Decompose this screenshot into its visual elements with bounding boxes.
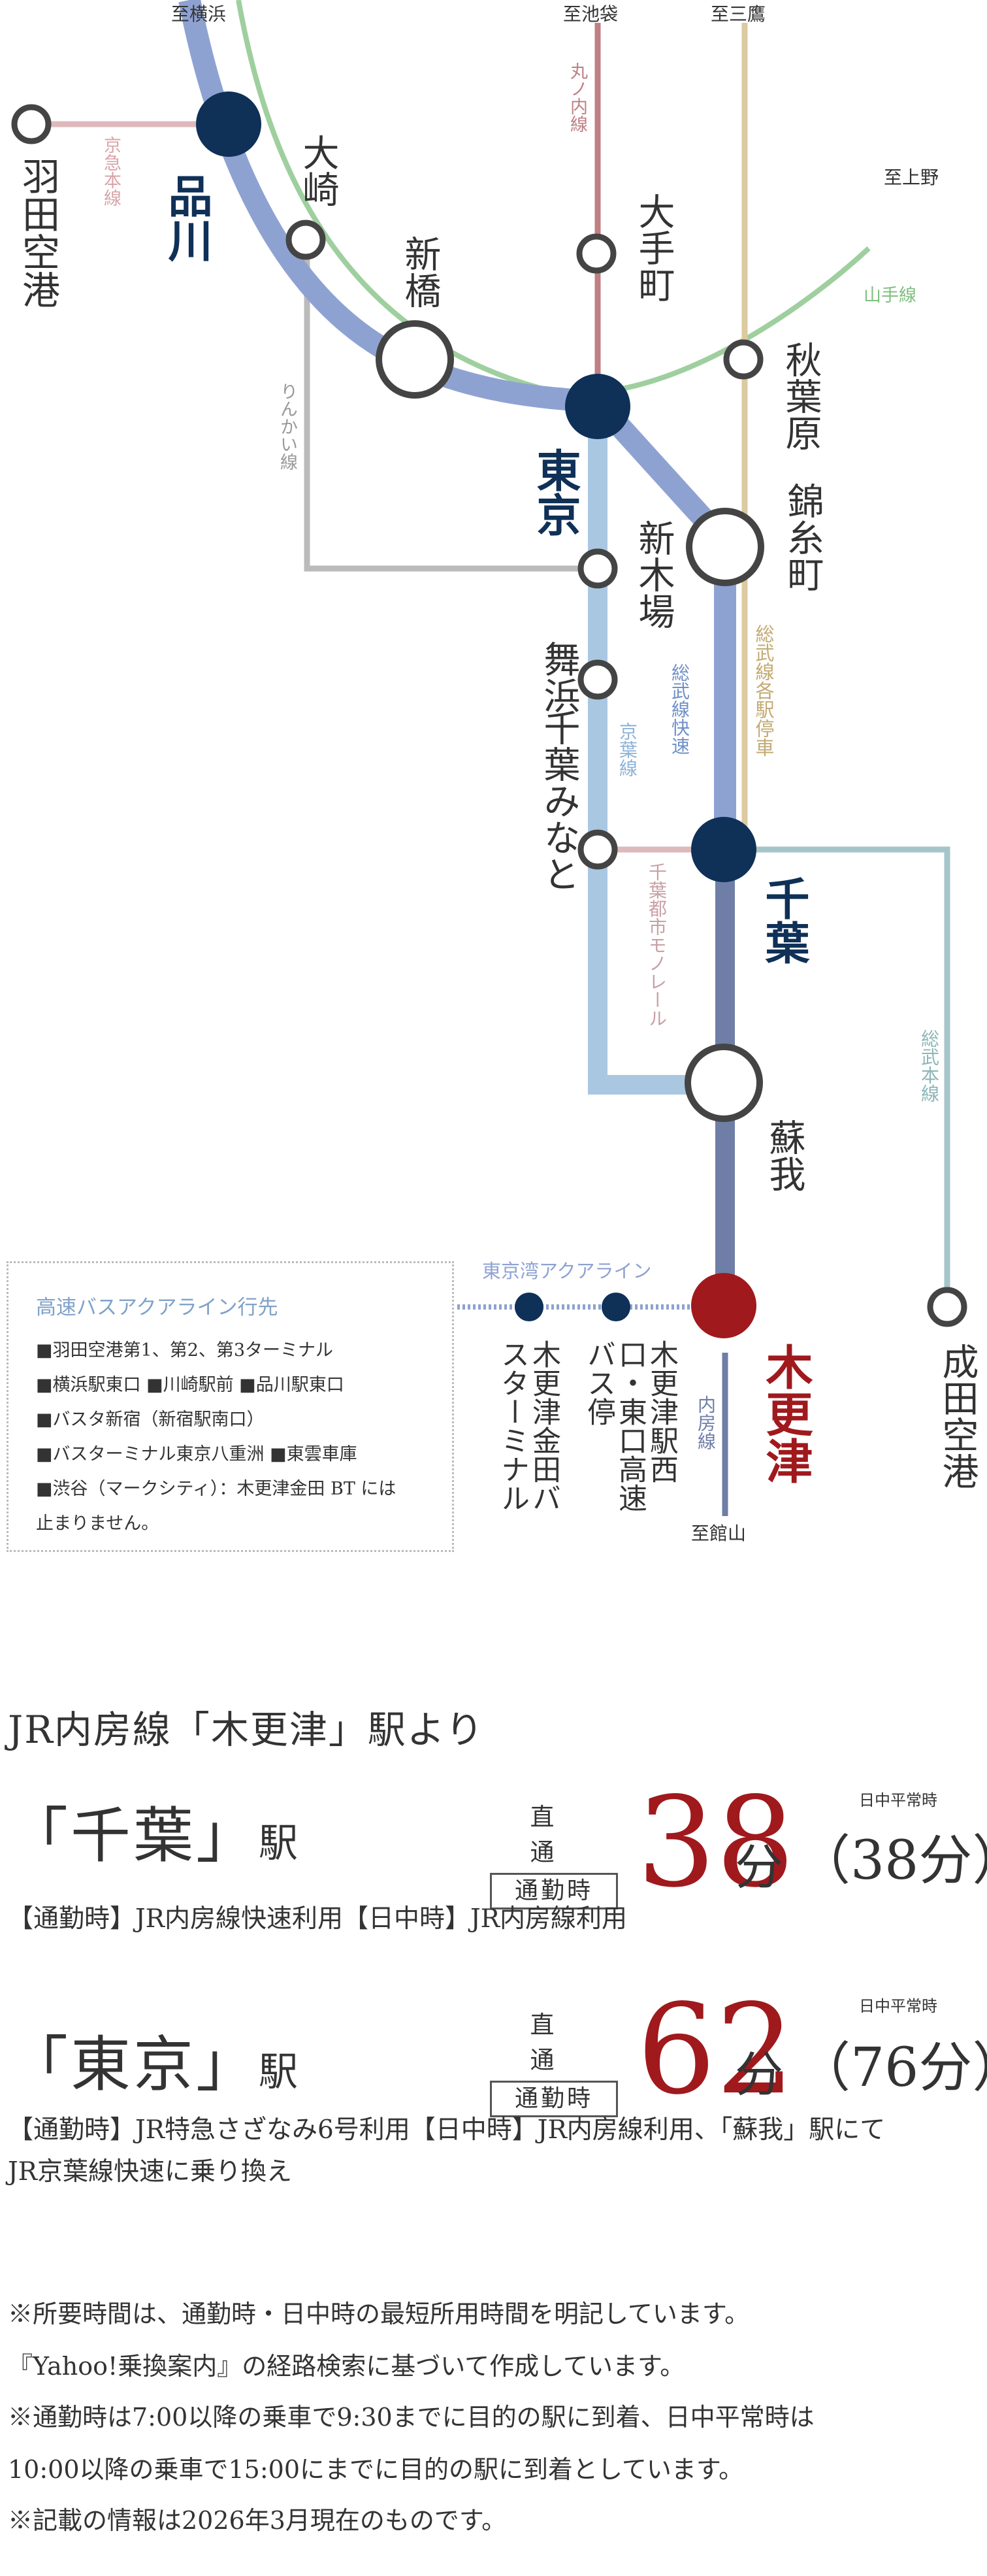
station-soga xyxy=(685,1044,763,1122)
destination-tokyo: 「東京」駅 xyxy=(8,2016,300,2103)
label-kinshicho: 錦糸町 xyxy=(781,482,824,592)
minutes-unit: 分 xyxy=(735,2047,783,2103)
aqualine-bus-info-box: 高速バスアクアライン行先 ■羽田空港第1、第2、第3ターミナル ■横浜駅東口 ■… xyxy=(7,1261,454,1552)
bus-box-line: ■バスターミナル東京八重洲 ■東雲車庫 xyxy=(36,1444,357,1464)
station-haneda xyxy=(11,104,52,144)
commute-label: 通勤時 xyxy=(490,2081,618,2117)
label-narita: 成田空港 xyxy=(936,1343,979,1489)
station-maihama xyxy=(577,659,618,700)
station-shinagawa xyxy=(196,91,261,157)
label-sobu-local: 総武線各駅停車 xyxy=(752,624,775,757)
station-akihabara xyxy=(723,339,764,380)
station-kisarazu xyxy=(691,1273,756,1338)
label-shinagawa: 品川 xyxy=(160,173,212,262)
label-shinkiba: 新木場 xyxy=(632,520,675,629)
label-yamanote: 山手線 xyxy=(864,286,916,306)
label-tokyo: 東京 xyxy=(528,448,581,537)
label-sobu-rapid: 総武線快速 xyxy=(669,663,690,755)
commute-label: 通勤時 xyxy=(490,1873,618,1909)
direct-label: 直 通 xyxy=(530,1803,581,1866)
label-otemachi: 大手町 xyxy=(632,193,675,303)
label-marunouchi: 丸ノ内線 xyxy=(567,62,587,133)
label-aqualine: 東京湾アクアライン xyxy=(482,1260,652,1282)
destination-chiba: 「千葉」駅 xyxy=(8,1787,300,1874)
bus-box-line: ■横浜駅東口 ■川崎駅前 ■品川駅東口 xyxy=(36,1375,344,1395)
bus-box-line: ■羽田空港第1、第2、第3ターミナル xyxy=(36,1340,334,1361)
station-kisarazu-west xyxy=(602,1293,630,1321)
destination-name: 「東京」 xyxy=(8,2030,259,2100)
label-osaki: 大崎 xyxy=(297,134,339,207)
note-line: ※所要時間は、通勤時・日中時の最短所用時間を明記しています。 xyxy=(8,2300,750,2328)
label-haneda: 羽田空港 xyxy=(16,157,60,308)
label-chiba-minato: 千葉みなと xyxy=(538,709,580,892)
note-line: ※記載の情報は2026年3月現在のものです。 xyxy=(8,2506,507,2535)
destination-suffix: 駅 xyxy=(259,1821,301,1866)
sobu-main-line xyxy=(725,846,950,1307)
label-soga: 蘇我 xyxy=(763,1119,805,1192)
station-tokyo xyxy=(565,374,630,439)
keiyo-line xyxy=(588,431,725,1095)
station-osaki xyxy=(285,220,326,260)
label-keikyu: 京急本線 xyxy=(101,136,121,206)
bus-box-line: ■渋谷（マークシティ）：木更津金田 BT には xyxy=(36,1479,396,1499)
bus-box-title: 高速バスアクアライン行先 xyxy=(36,1296,278,1319)
rinkai-line xyxy=(304,239,594,572)
label-shinbashi: 新橋 xyxy=(398,235,441,308)
minutes-unit: 分 xyxy=(735,1840,783,1896)
commute-badge: 直 通 通勤時 xyxy=(490,1797,621,1909)
yamanote-line xyxy=(236,0,871,397)
route-tokyo-2: JR京葉線快速に乗り換え xyxy=(8,2157,292,2187)
station-otemachi xyxy=(576,233,617,274)
station-kisarazu-kaneda xyxy=(515,1293,543,1321)
station-narita xyxy=(927,1287,967,1327)
label-akihabara: 秋葉原 xyxy=(779,341,822,451)
note-line: 10:00以降の乗車で15:00にまでに目的の駅に到着としています。 xyxy=(8,2455,744,2484)
note-line: 『Yahoo!乗換案内』の経路検索に基づいて作成しています。 xyxy=(8,2352,685,2381)
offpeak-time-tokyo: （76分） xyxy=(797,2037,987,2099)
access-intro: JR内房線「木更津」駅より xyxy=(8,1708,485,1752)
label-keiyo: 京葉線 xyxy=(617,722,638,777)
route-chiba: 【通勤時】JR内房線快速利用【日中時】JR内房線利用 xyxy=(8,1904,627,1934)
direction-yokohama: 至横浜 xyxy=(171,3,227,25)
direct-label: 直 通 xyxy=(530,2011,581,2074)
commute-badge: 直 通 通勤時 xyxy=(490,2005,621,2117)
label-uchibo: 内房線 xyxy=(695,1395,717,1450)
direction-ikebukuro: 至池袋 xyxy=(563,3,619,25)
destination-suffix: 駅 xyxy=(259,2049,301,2095)
label-chiba-monorail: 千葉都市モノレール xyxy=(646,863,668,1027)
station-chiba-minato xyxy=(577,829,618,870)
offpeak-label: 日中平常時 xyxy=(859,1997,937,2015)
station-shinkiba xyxy=(577,548,618,589)
offpeak-time-chiba: （38分） xyxy=(797,1830,987,1892)
minutes-value-tokyo: 62 xyxy=(637,1977,795,2122)
label-kisarazu-west: 木更津駅西口・東口高速バス停 xyxy=(582,1340,678,1512)
station-chiba xyxy=(691,817,756,882)
direction-mitaka: 至三鷹 xyxy=(711,3,766,25)
route-tokyo: 【通勤時】JR特急さざなみ6号利用【日中時】JR内房線利用、「蘇我」駅にて xyxy=(8,2115,886,2145)
direction-tateyama: 至館山 xyxy=(691,1523,747,1544)
direction-ueno: 至上野 xyxy=(884,167,939,188)
label-kisarazu-kaneda: 木更津金田バスターミナル xyxy=(496,1340,560,1512)
label-kisarazu: 木更津 xyxy=(758,1343,813,1484)
label-sobu-main: 総武本線 xyxy=(918,1029,940,1102)
note-line: ※通勤時は7:00以降の乗車で9:30までに目的の駅に到着、日中平常時は xyxy=(8,2403,815,2432)
label-rinkai: りんかい線 xyxy=(277,382,297,471)
station-shinbashi xyxy=(376,320,454,399)
bus-box-line: ■バスタ新宿（新宿駅南口） xyxy=(36,1410,265,1430)
station-kinshicho xyxy=(686,508,764,586)
route-map xyxy=(11,0,967,1516)
label-chiba: 千葉 xyxy=(757,876,809,965)
destination-name: 「千葉」 xyxy=(8,1801,259,1871)
minutes-value-chiba: 38 xyxy=(637,1770,795,1915)
label-maihama: 舞浜 xyxy=(538,640,580,714)
bus-box-line: 止まりません。 xyxy=(36,1513,159,1534)
offpeak-label: 日中平常時 xyxy=(859,1791,937,1809)
